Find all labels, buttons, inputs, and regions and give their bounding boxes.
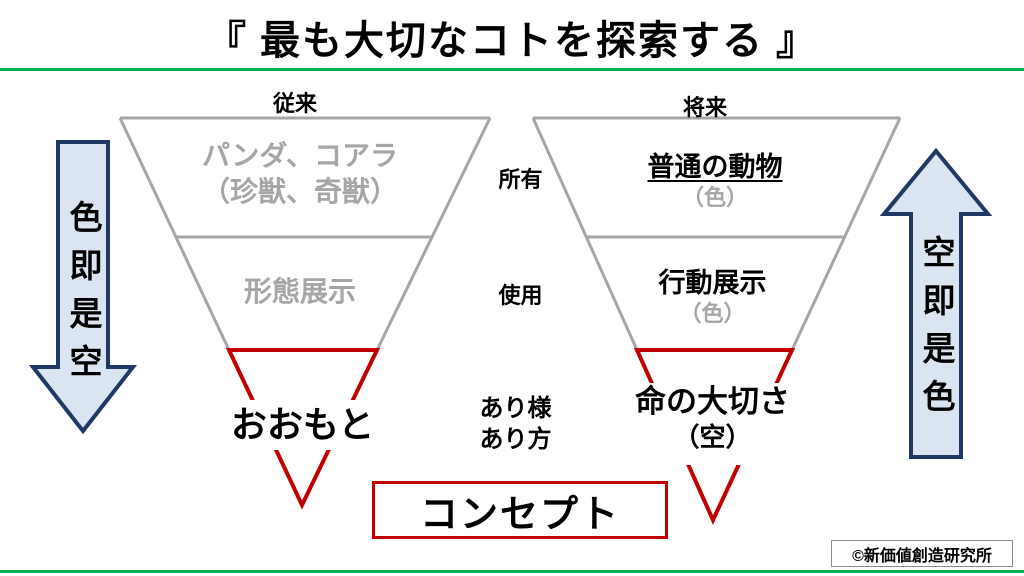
- copyright-text: ©新価値創造研究所: [852, 547, 992, 565]
- left-funnel-header: 従来: [272, 91, 317, 116]
- right-funnel-middle-line2: （色）: [679, 301, 746, 326]
- center-label-ownership: 所有: [498, 167, 543, 192]
- right-funnel-top-text: 普通の動物 （色）: [575, 150, 855, 212]
- concept-box: コンセプト: [372, 481, 668, 539]
- right-funnel-bottom-text: 命の大切さ （空）: [585, 383, 840, 465]
- left-funnel-outline: [118, 116, 492, 351]
- center-label-state: あり様 あり方: [458, 393, 573, 455]
- left-funnel-top-line2: （珍獣、奇獣）: [201, 176, 398, 207]
- down-arrow-shape: [28, 140, 138, 435]
- copyright: ©新価値創造研究所: [831, 540, 1013, 567]
- left-funnel-top-line1: パンダ、コアラ: [201, 140, 398, 171]
- concept-box-label: コンセプト: [419, 493, 620, 536]
- right-funnel-header: 将来: [682, 95, 727, 120]
- up-arrow-shape: [879, 147, 993, 459]
- right-funnel-bottom-line2: （空）: [673, 422, 752, 452]
- left-funnel-top-text: パンダ、コアラ （珍獣、奇獣）: [140, 138, 460, 210]
- right-funnel-top-line1: 普通の動物: [647, 152, 783, 182]
- slide-title: 『 最も大切なコトを探索する 』: [206, 18, 818, 63]
- left-funnel-bottom-text: おおもと: [185, 400, 420, 450]
- center-label-state-line1: あり様: [479, 395, 552, 422]
- up-arrow-label: 空即是色: [918, 235, 955, 427]
- right-funnel-middle-text: 行動展示 （色）: [585, 266, 840, 328]
- right-funnel-bottom-line1: 命の大切さ: [635, 384, 790, 419]
- down-arrow-label: 色即是空: [65, 200, 102, 392]
- center-label-state-line2: あり方: [479, 426, 552, 453]
- center-label-use: 使用: [498, 283, 543, 308]
- right-funnel-outline: [531, 116, 902, 351]
- left-funnel-middle-text: 形態展示: [243, 276, 356, 307]
- bottom-rule: [0, 570, 1024, 573]
- right-funnel-middle-line1: 行動展示: [658, 268, 767, 298]
- right-funnel-top-line2: （色）: [681, 185, 748, 210]
- title-underline: [0, 68, 1024, 71]
